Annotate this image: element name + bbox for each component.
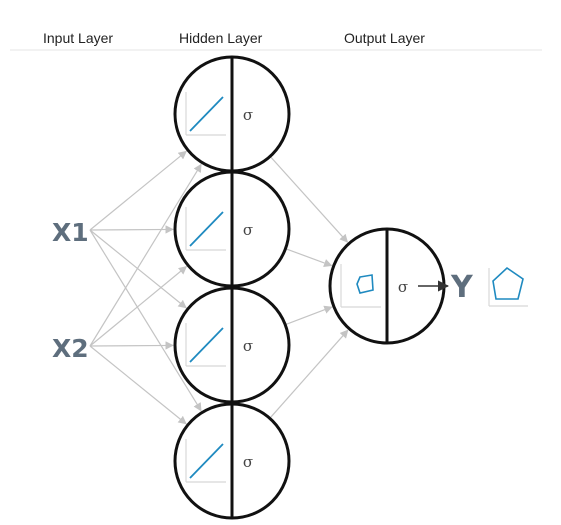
hidden-layer-header: Hidden Layer bbox=[179, 30, 263, 46]
connection-x2-h2 bbox=[89, 265, 188, 347]
linear-icon bbox=[185, 323, 226, 367]
hidden-node-1: σ bbox=[173, 55, 291, 173]
input-x2-label: X2 bbox=[52, 334, 89, 363]
hidden-node-2: σ bbox=[173, 170, 291, 288]
hidden-node-3: σ bbox=[173, 286, 291, 404]
sigma-label: σ bbox=[398, 278, 408, 296]
output-shape-icon bbox=[488, 266, 528, 307]
sigma-label: σ bbox=[243, 337, 253, 355]
linear-icon bbox=[185, 92, 226, 136]
connection-x2-h1 bbox=[89, 163, 202, 347]
output-layer-header: Output Layer bbox=[344, 30, 425, 46]
sigma-label: σ bbox=[243, 221, 253, 239]
connection-h4-out bbox=[269, 329, 349, 419]
linear-icon bbox=[185, 439, 226, 483]
connection-h1-out bbox=[269, 155, 349, 243]
connection-x1-h1 bbox=[89, 150, 187, 231]
connection-x1-h4 bbox=[89, 229, 202, 412]
nodes: σ σ σ σ σ bbox=[173, 55, 446, 520]
sigma-label: σ bbox=[243, 106, 253, 124]
connection-h3-out bbox=[285, 305, 333, 326]
input-layer-header: Input Layer bbox=[43, 30, 114, 46]
linear-icon bbox=[185, 207, 226, 251]
connection-x1-h3 bbox=[89, 229, 187, 309]
hidden-node-4: σ bbox=[173, 402, 291, 520]
output-y-label: Y bbox=[450, 270, 474, 305]
sigma-label: σ bbox=[243, 453, 253, 471]
connections bbox=[89, 150, 349, 425]
connection-x1-h2 bbox=[89, 225, 174, 234]
connection-x2-h3 bbox=[89, 341, 174, 350]
connection-h2-out bbox=[285, 248, 333, 267]
pentagon-icon bbox=[340, 264, 381, 308]
input-x1-label: X1 bbox=[52, 218, 89, 247]
connection-x2-h4 bbox=[89, 345, 187, 425]
